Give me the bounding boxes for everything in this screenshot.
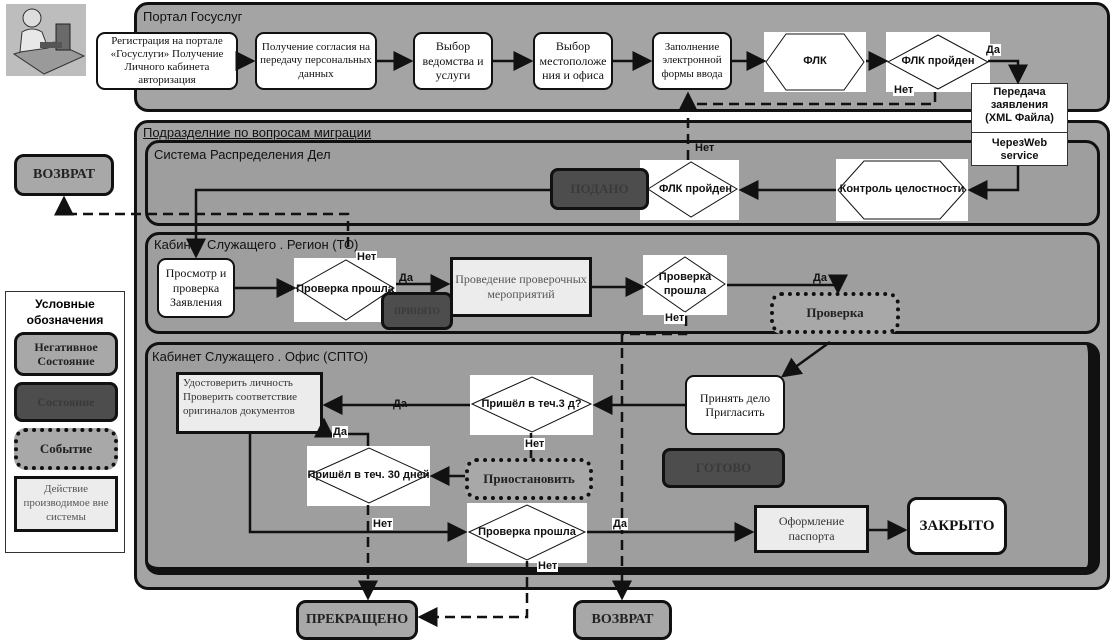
legend-state: Состояние — [14, 382, 118, 422]
decision-flk-passed: ФЛК пройден — [886, 32, 990, 92]
step-form: Заполнение электронной формы ввода — [652, 32, 732, 90]
label-no-office: Нет — [537, 560, 559, 572]
decision-flk-passed-distribution-label: ФЛК пройден — [658, 183, 733, 196]
transfer-title: Передача заявления (XML Файла) — [972, 84, 1067, 133]
step-flk-label: ФЛК — [803, 55, 827, 68]
decision-came-3-days-label: Пришёл в теч.3 д? — [481, 398, 582, 411]
step-department: Выбор ведомства и услуги — [413, 32, 493, 90]
step-flk-hexagon: ФЛК — [764, 32, 866, 92]
label-yes-portal: Да — [985, 44, 1001, 56]
label-yes-region2: Да — [813, 272, 827, 284]
legend-negative-state: Негативное Состояние — [14, 332, 118, 376]
terminal-terminated: ПРЕКРАЩЕНО — [296, 600, 418, 640]
transfer-box: Передача заявления (XML Файла) ЧерезWeb … — [971, 83, 1068, 166]
decision-flk-passed-distribution: ФЛК пройден — [640, 160, 739, 220]
step-integrity-hexagon: Контроль целостности — [836, 159, 968, 221]
step-registration: Регистрация на портале «Госуслуги» Получ… — [96, 32, 238, 90]
label-no-portal: Нет — [893, 84, 915, 96]
step-integrity-label: Контроль целостности — [839, 183, 965, 196]
lane-region-title: Кабинет Служащего . Регион (ТО) — [154, 237, 359, 252]
legend-title: Условные обозначения — [26, 297, 104, 327]
legend-external-action: Действие производимое вне системы — [14, 476, 118, 532]
label-yes-came3: Да — [393, 398, 407, 410]
decision-flk-passed-label: ФЛК пройден — [901, 55, 975, 68]
state-ready: ГОТОВО — [662, 448, 785, 488]
legend-event: Событие — [14, 428, 118, 470]
step-passport: Оформление паспорта — [754, 505, 869, 553]
decision-check-passed-region-label: Проверка прошла — [296, 283, 394, 296]
state-closed: ЗАКРЫТО — [907, 497, 1007, 555]
lane-office-title: Кабинет Служащего . Офис (СПТО) — [152, 349, 368, 364]
step-identify: Удостоверить личность Проверить соответс… — [176, 372, 323, 434]
decision-check-passed-region2-label: Проверка прошла — [658, 271, 712, 297]
user-at-computer-icon — [6, 4, 86, 76]
event-check: Проверка — [770, 292, 900, 334]
terminal-return-bottom: ВОЗВРАТ — [573, 600, 672, 640]
lane-distribution-title: Система Распределения Дел — [154, 147, 331, 162]
state-submitted: ПОДАНО — [550, 168, 649, 210]
legend: Условные обозначения Негативное Состояни… — [5, 291, 125, 553]
decision-came-30-days: Пришёл в теч. 30 дней — [307, 446, 430, 506]
label-no-region2: Нет — [664, 312, 686, 324]
transfer-via: ЧерезWeb service — [991, 137, 1048, 162]
label-no-distribution: Нет — [695, 142, 715, 154]
decision-check-passed-region: Проверка прошла — [294, 258, 396, 322]
lane-migration-title: Подразделние по вопросам миграции — [143, 125, 372, 140]
label-no-came30: Нет — [372, 518, 394, 530]
decision-check-passed-office-label: Проверка прошла — [478, 526, 576, 539]
terminal-return-top: ВОЗВРАТ — [14, 154, 114, 196]
decision-came-3-days: Пришёл в теч.3 д? — [470, 375, 593, 435]
decision-check-passed-office: Проверка прошла — [467, 503, 587, 563]
label-no-region: Нет — [356, 251, 378, 263]
step-verification: Проведение проверочных мероприятий — [450, 257, 592, 317]
decision-came-30-days-label: Пришёл в теч. 30 дней — [307, 469, 430, 482]
lane-region: Кабинет Служащего . Регион (ТО) — [145, 232, 1100, 334]
step-review: Просмотр и проверка Заявления — [157, 258, 235, 318]
label-yes-office: Да — [612, 518, 628, 530]
label-yes-came30: Да — [332, 426, 348, 438]
decision-check-passed-region2: Проверка прошла — [643, 255, 727, 315]
label-yes-region: Да — [399, 272, 413, 284]
step-accept-invite: Принять дело Пригласить — [685, 375, 785, 435]
event-suspend: Приостановить — [465, 458, 593, 500]
step-consent: Получение согласия на передачу персональ… — [255, 32, 377, 90]
state-accepted: ПРИНЯТО — [381, 292, 453, 330]
step-location: Выбор местоположе ния и офиса — [533, 32, 613, 90]
lane-portal-title: Портал Госуслуг — [143, 9, 243, 24]
label-no-came3: Нет — [524, 438, 546, 450]
